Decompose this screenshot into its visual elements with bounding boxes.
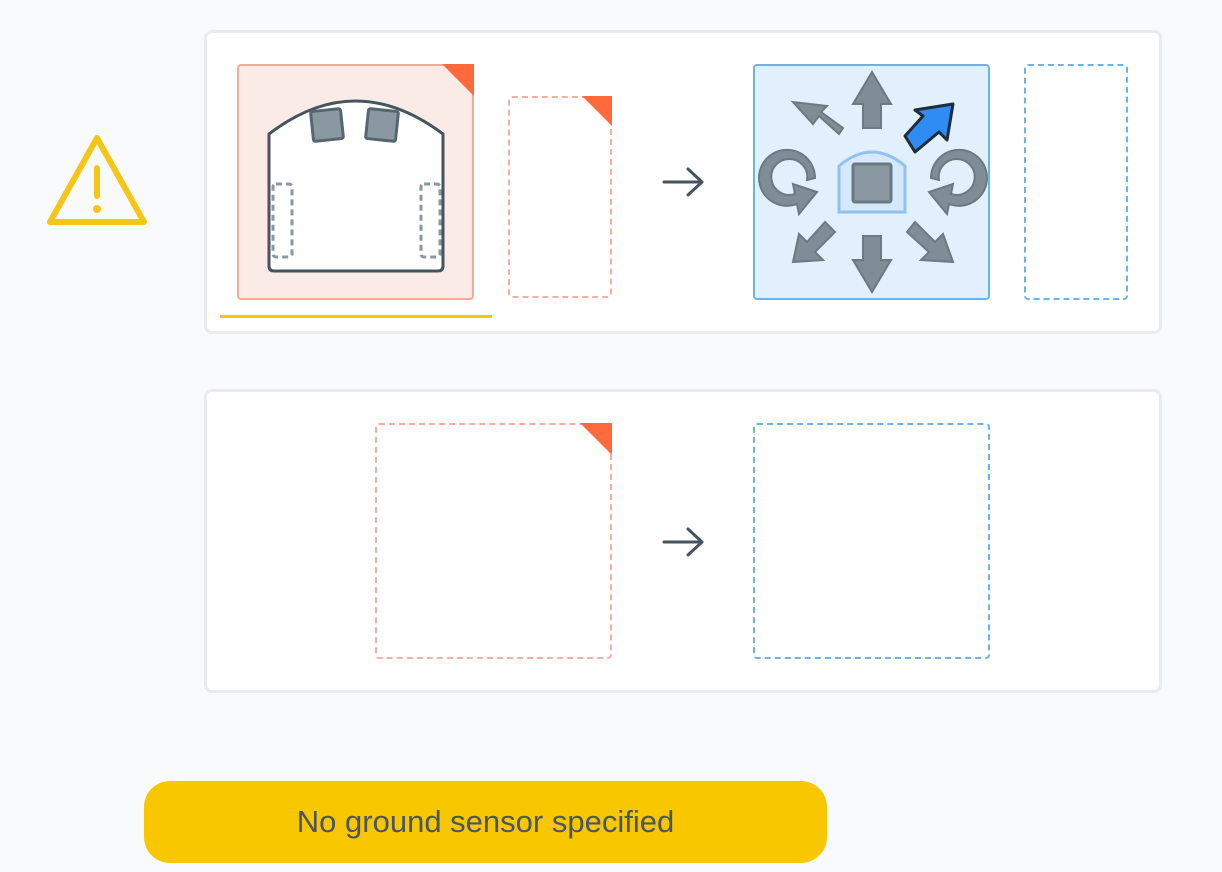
event-slot-empty-1[interactable] [508,96,612,298]
action-slot-empty-1[interactable] [1024,64,1128,300]
motor-direction-icon [758,70,988,294]
robot-body-icon [267,99,445,273]
right-arrow-icon [661,164,707,200]
action-slot-empty-2[interactable] [753,423,990,659]
event-slot-empty-2[interactable] [375,423,612,659]
event-corner-marker [582,96,612,126]
event-corner-marker [442,64,474,96]
selected-block-underline [220,315,492,318]
warning-message: No ground sensor specified [144,781,827,863]
motor-action-block[interactable] [753,64,990,300]
right-arrow-icon [661,524,707,560]
ground-sensor-event-block[interactable] [237,64,474,300]
event-corner-marker [580,423,612,455]
warning-icon [44,132,150,230]
warning-message-text: No ground sensor specified [296,804,675,839]
